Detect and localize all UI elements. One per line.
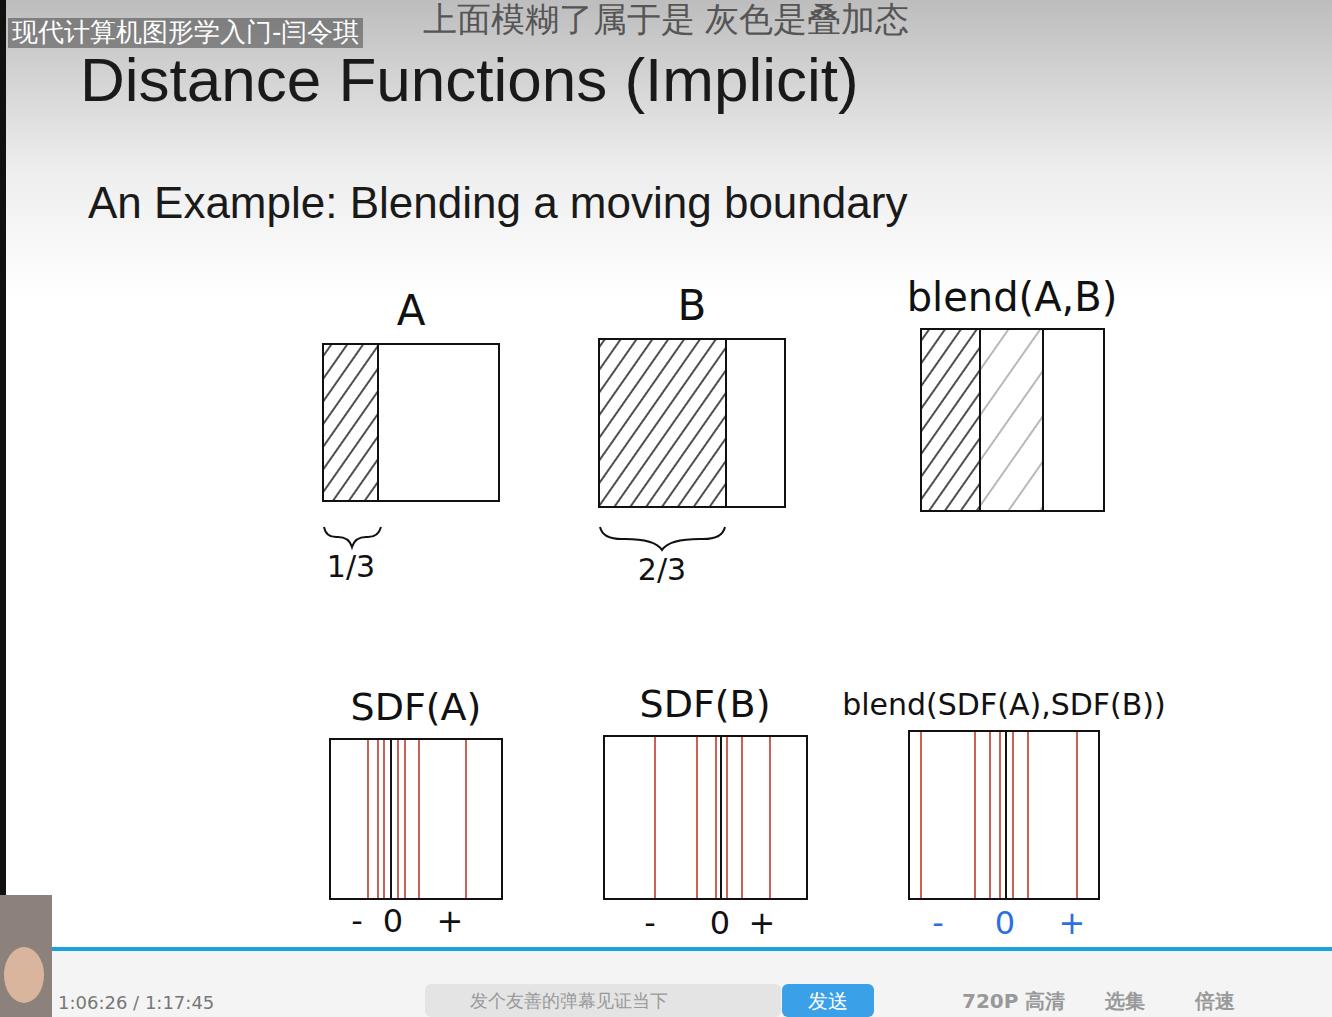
sign-mark: - bbox=[932, 905, 944, 942]
box-frame bbox=[329, 738, 503, 900]
dimension: 1/3 bbox=[327, 550, 375, 585]
comment-input bbox=[425, 984, 781, 1017]
player-bar bbox=[0, 951, 1332, 1017]
send-button bbox=[782, 984, 874, 1017]
region-box: blend(A,B) bbox=[903, 274, 1122, 512]
boundary-line bbox=[377, 344, 379, 501]
sign-mark: - bbox=[644, 905, 656, 942]
progress-bar bbox=[0, 947, 1332, 951]
timestamp: 1:06:26 / 1:17:45 bbox=[58, 993, 214, 1014]
box-heading: blend(SDF(A),SDF(B)) bbox=[842, 688, 1166, 723]
send-label: 发送 bbox=[808, 990, 848, 1013]
box-frame bbox=[322, 343, 500, 502]
dimension: 2/3 bbox=[638, 553, 686, 588]
subtitle: An Example: Blending a moving boundary bbox=[88, 178, 907, 229]
zero-line bbox=[391, 731, 1006, 899]
sign-mark: 0 bbox=[710, 905, 730, 942]
bracket bbox=[600, 527, 725, 550]
sign-mark: 0 bbox=[995, 905, 1015, 942]
boundary-line bbox=[725, 339, 727, 507]
region-box: B bbox=[598, 282, 786, 508]
box-frame bbox=[603, 735, 808, 900]
region-box: A bbox=[322, 287, 500, 502]
sign-mark: - bbox=[351, 903, 363, 940]
box-frame bbox=[598, 338, 786, 508]
bracket bbox=[324, 527, 381, 547]
hatch-region-light bbox=[980, 329, 1043, 511]
box-heading: SDF(A) bbox=[351, 686, 482, 730]
boundary-line bbox=[979, 329, 981, 511]
hatch-region bbox=[921, 329, 980, 511]
player-control: 720P 高清 bbox=[962, 990, 1065, 1013]
box-heading: A bbox=[397, 287, 426, 335]
region-box: blend(SDF(A),SDF(B)) bbox=[838, 688, 1170, 901]
sign-mark: + bbox=[437, 903, 464, 940]
player-control: 选集 bbox=[1105, 990, 1145, 1013]
danmaku-subtitle: 上面模糊了属于是 灰色是叠加态 bbox=[423, 0, 910, 39]
box-heading: SDF(B) bbox=[640, 683, 771, 727]
boundary-line bbox=[1042, 329, 1044, 511]
hatch-region bbox=[599, 339, 726, 507]
video-title: 现代计算机图形学入门-闫令琪 bbox=[8, 18, 363, 48]
contour-lines bbox=[368, 731, 1077, 899]
sign-mark: + bbox=[1059, 905, 1086, 942]
webcam-face bbox=[4, 947, 44, 1003]
box-frame bbox=[908, 730, 1100, 900]
input-placeholder: 发个友善的弹幕见证当下 bbox=[470, 991, 668, 1012]
webcam bbox=[0, 895, 52, 1017]
region-box: SDF(A) bbox=[329, 686, 503, 900]
sign-mark: + bbox=[749, 905, 776, 942]
region-box: SDF(B) bbox=[603, 683, 808, 900]
slide-title: Distance Functions (Implicit) bbox=[80, 44, 859, 115]
box-heading: blend(A,B) bbox=[907, 274, 1118, 320]
hatch-region bbox=[323, 344, 378, 501]
screen-edge bbox=[0, 0, 6, 900]
player-control: 倍速 bbox=[1195, 990, 1235, 1013]
box-heading: B bbox=[678, 282, 707, 330]
sign-mark: 0 bbox=[383, 903, 403, 940]
box-frame bbox=[920, 328, 1105, 512]
